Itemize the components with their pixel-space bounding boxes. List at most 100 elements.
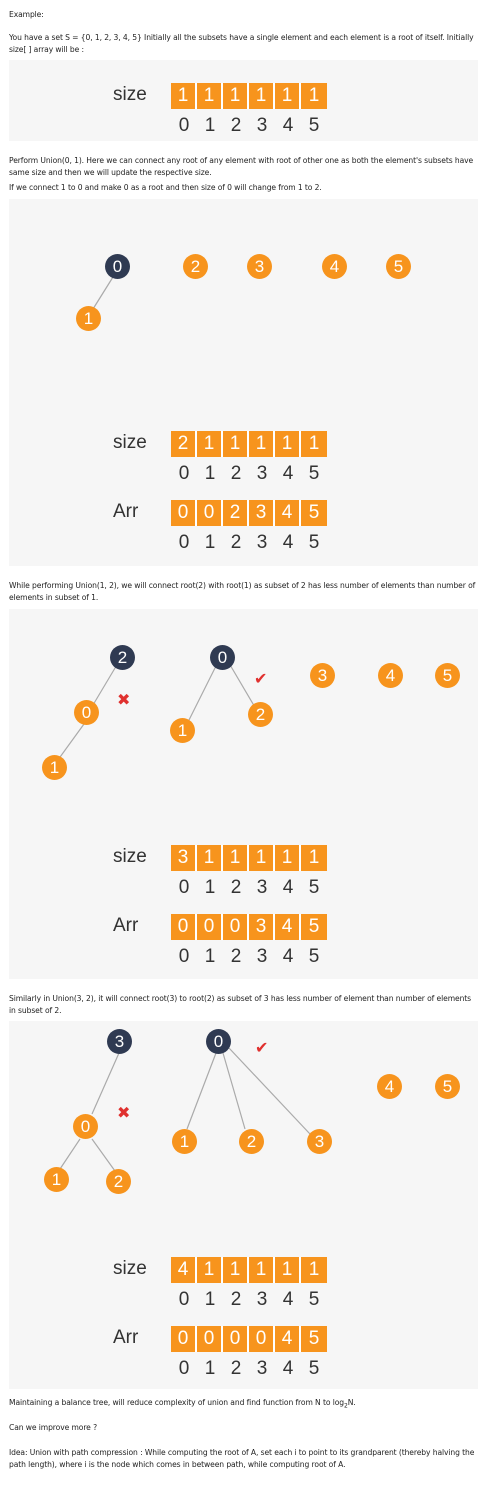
arr-cell: 3: [249, 914, 275, 940]
union-1-2-paragraph: While performing Union(1, 2), we will co…: [9, 581, 476, 602]
size-label: size: [113, 1258, 147, 1279]
tree-node: 4: [378, 663, 403, 688]
arr-cell: 5: [301, 914, 327, 940]
arr-label: Arr: [113, 1327, 139, 1348]
tree-edge: [91, 1138, 116, 1172]
size-cell: 1: [223, 83, 249, 109]
tree-node: 0: [105, 254, 130, 279]
tree-node: 3: [247, 254, 272, 279]
index-label: 0: [178, 946, 190, 967]
index-label: 4: [282, 1289, 294, 1310]
tree-node: 1: [170, 718, 195, 743]
index-label: 4: [282, 463, 294, 484]
arr-cell: 5: [301, 1326, 327, 1352]
arr-cell: 0: [171, 914, 197, 940]
size-cell: 1: [223, 1257, 249, 1283]
index-label: 5: [308, 532, 320, 553]
index-label: 3: [256, 1358, 268, 1379]
arr-cell: 4: [275, 500, 301, 526]
size-cell: 1: [197, 83, 223, 109]
accept-check-icon: ✔: [255, 1038, 269, 1057]
size-cell: 1: [223, 431, 249, 457]
union-1-2-panel: 2 0 1 ✖ 0 1 2 ✔ 3 4 5 size 3 1 1 1 1 1 0…: [9, 609, 478, 979]
index-label: 2: [230, 115, 242, 136]
tree-node: 3: [307, 1129, 332, 1154]
tree-node: 2: [183, 254, 208, 279]
index-label: 1: [204, 463, 216, 484]
index-label: 4: [282, 877, 294, 898]
arr-cell: 4: [275, 1326, 301, 1352]
size-cell: 1: [197, 431, 223, 457]
index-label: 3: [256, 532, 268, 553]
index-label: 1: [204, 1358, 216, 1379]
size-cell: 1: [275, 431, 301, 457]
tree-node: 2: [239, 1129, 264, 1154]
accept-check-icon: ✔: [254, 669, 268, 688]
tree-node: 0: [210, 645, 235, 670]
size-cell: 1: [249, 1257, 275, 1283]
index-label: 5: [308, 877, 320, 898]
size-cell: 1: [249, 431, 275, 457]
index-label: 5: [308, 1289, 320, 1310]
index-label: 2: [230, 463, 242, 484]
index-label: 1: [204, 115, 216, 136]
arr-cell: 5: [301, 500, 327, 526]
union-3-2-paragraph: Similarly in Union(3, 2), it will connec…: [9, 994, 472, 1015]
size-cell: 1: [301, 431, 327, 457]
arr-cell: 2: [223, 500, 249, 526]
index-label: 4: [282, 946, 294, 967]
index-label: 2: [230, 1289, 242, 1310]
size-label: size: [113, 84, 147, 105]
index-label: 5: [308, 1358, 320, 1379]
index-label: 3: [256, 463, 268, 484]
tree-node: 1: [76, 306, 101, 331]
balance-tree-paragraph: Maintaining a balance tree, will reduce …: [9, 1397, 477, 1413]
tree-node: 1: [42, 755, 67, 780]
tree-edges: [59, 1047, 311, 1172]
size-cell: 3: [171, 845, 197, 871]
arr-cell: 0: [197, 914, 223, 940]
index-label: 3: [256, 1289, 268, 1310]
size-cell: 1: [197, 1257, 223, 1283]
index-label: 0: [178, 1289, 190, 1310]
index-label: 2: [230, 532, 242, 553]
perform-union-paragraph: Perform Union(0, 1). Here we can connect…: [9, 156, 474, 177]
size-cell: 1: [249, 83, 275, 109]
size-cell: 1: [301, 1257, 327, 1283]
balance-text: Maintaining a balance tree, will reduce …: [9, 1398, 344, 1407]
size-label: size: [113, 432, 147, 453]
index-label: 0: [178, 115, 190, 136]
arr-cell: 0: [171, 1326, 197, 1352]
tree-node: 2: [110, 645, 135, 670]
index-label: 2: [230, 1358, 242, 1379]
arr-cell: 0: [197, 1326, 223, 1352]
size-array-panel-initial: size 1 1 1 1 1 1 0 1 2 3 4 5: [9, 60, 478, 141]
size-cell: 2: [171, 431, 197, 457]
size-cell: 1: [301, 83, 327, 109]
path-compression-idea: Idea: Union with path compression : Whil…: [9, 1448, 475, 1469]
size-cell: 4: [171, 1257, 197, 1283]
tree-node: 2: [106, 1169, 131, 1194]
tree-node: 1: [44, 1167, 69, 1192]
size-cell: 1: [275, 83, 301, 109]
index-label: 4: [282, 115, 294, 136]
index-label: 1: [204, 946, 216, 967]
size-cell: 1: [249, 845, 275, 871]
index-label: 1: [204, 877, 216, 898]
tree-edge: [185, 657, 221, 727]
index-label: 2: [230, 946, 242, 967]
tree-edge: [91, 1052, 120, 1115]
tree-edge: [228, 1047, 311, 1135]
index-label: 0: [178, 877, 190, 898]
arr-cell: 3: [249, 500, 275, 526]
index-label: 1: [204, 532, 216, 553]
size-cell: 1: [301, 845, 327, 871]
tree-edge: [59, 1138, 81, 1170]
index-label: 2: [230, 877, 242, 898]
tree-node: 3: [310, 663, 335, 688]
tree-node: 4: [377, 1074, 402, 1099]
improve-question: Can we improve more ?: [9, 1423, 98, 1432]
arr-cell: 0: [249, 1326, 275, 1352]
log-base: 2: [343, 1402, 348, 1410]
index-label: 0: [178, 1358, 190, 1379]
